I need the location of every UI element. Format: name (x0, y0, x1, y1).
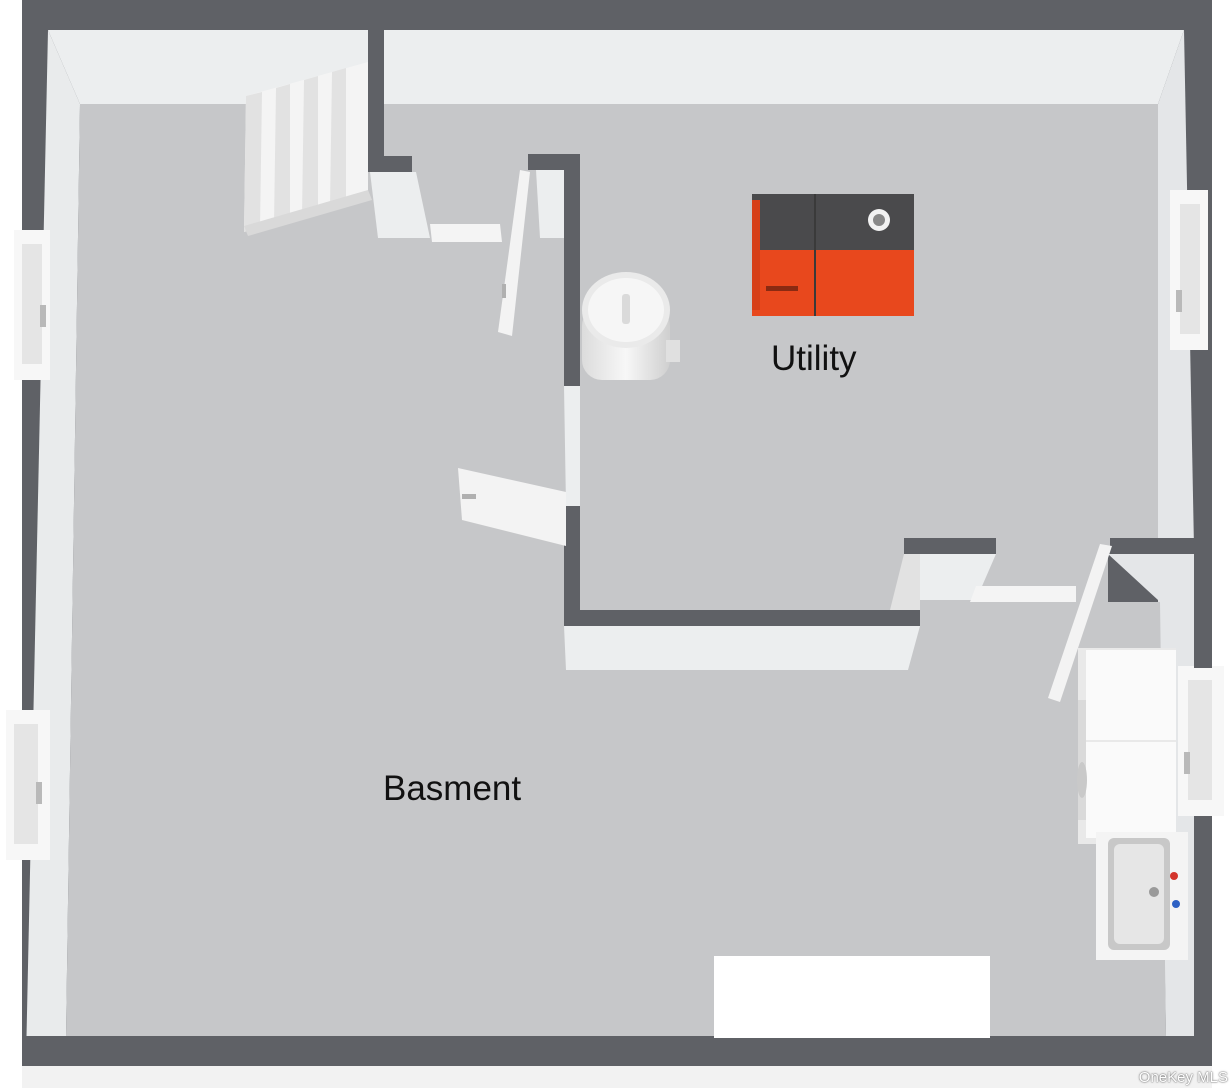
door-middle (458, 468, 566, 546)
staircase (244, 62, 372, 236)
bottom-wall (22, 1036, 1212, 1066)
room-label-utility: Utility (771, 339, 857, 378)
room-label-basement: Basment (383, 769, 522, 808)
furnace (752, 194, 914, 316)
floor (66, 104, 1166, 1036)
bottom-opening (714, 956, 990, 1038)
laundry-units (1077, 648, 1176, 844)
left-window-upper (14, 230, 50, 380)
watermark: OneKey MLS (1138, 1069, 1228, 1086)
floor-edge (22, 1066, 1212, 1088)
utility-sink (1096, 832, 1188, 960)
right-window-upper (1170, 190, 1208, 350)
stair-wall (368, 30, 412, 172)
left-window-lower (6, 710, 50, 860)
right-window-lower (1178, 666, 1224, 816)
utility-wall-faces (536, 170, 1194, 670)
water-heater (582, 272, 680, 380)
door-upper (498, 170, 530, 336)
door-frame (430, 224, 502, 242)
stair-wall-face (370, 172, 430, 238)
door-lower-right (1048, 544, 1112, 702)
